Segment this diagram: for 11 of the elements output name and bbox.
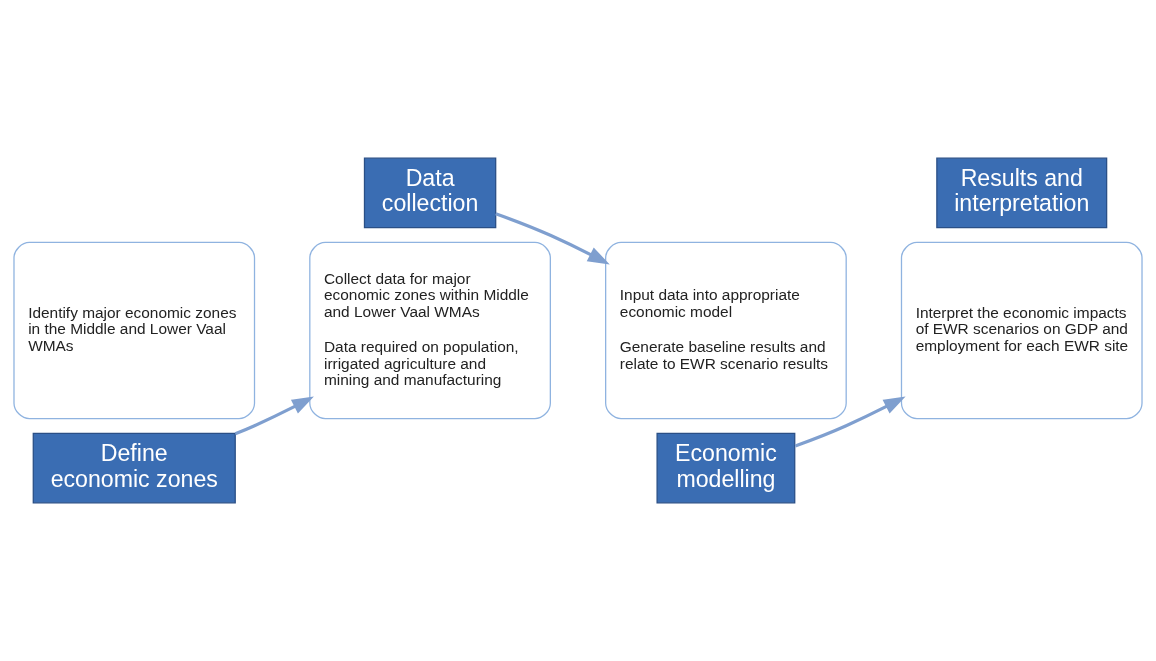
node-box: Data collection [363, 157, 497, 229]
node-box: Results and interpretation [936, 157, 1108, 229]
node-box: Interpret the economic impacts of EWR scenarios on GDP and employment for each EWR site [900, 241, 1143, 420]
arrow [495, 212, 610, 265]
node-box: Collect data for major economic zones within Middle and Lower Vaal WMAs Data required on population, irrigated agriculture and mining and manufacturing [309, 241, 551, 420]
node-box: Identify major economic zones in the Middle and Lower Vaal WMAs [13, 241, 256, 420]
node-box: Define economic zones [32, 432, 236, 504]
arrow [234, 396, 314, 436]
node-box: Economic modelling [656, 432, 796, 504]
arrow [794, 396, 906, 448]
node-box: Input data into appropriate economic model Generate baseline results and relate to EWR scenario results [605, 241, 847, 420]
